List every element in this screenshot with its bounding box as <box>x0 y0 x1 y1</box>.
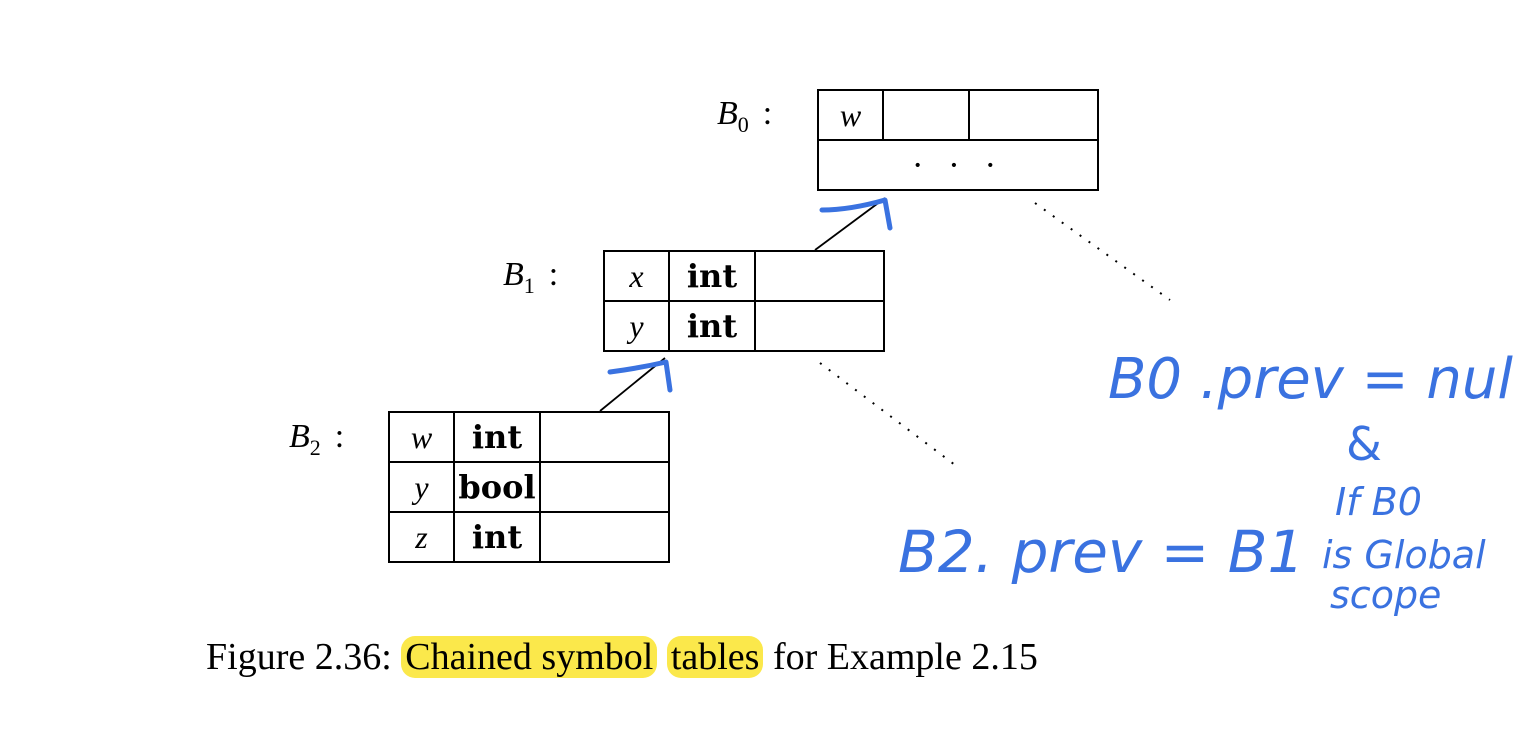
table-row: w int <box>388 411 670 463</box>
label-subscript: 2 <box>309 434 321 460</box>
label-letter: B <box>717 95 738 132</box>
caption-highlight-1: Chained symbol <box>401 636 658 678</box>
caption-highlight-2: tables <box>666 636 764 678</box>
table-row: · · · <box>817 139 1099 191</box>
note-b2-prev: B2. prev = B1 <box>898 518 1304 586</box>
caption-space <box>657 636 667 678</box>
symbol-table-b1: x int y int <box>603 250 885 352</box>
label-colon: : <box>548 256 559 293</box>
b1-dotted-continuation <box>819 362 956 466</box>
table-row: w <box>817 89 1099 141</box>
caption-prefix: Figure 2.36: <box>206 636 402 678</box>
cell-type: int <box>668 250 756 302</box>
cell-type: bool <box>453 461 541 513</box>
note-global-2: is Global <box>1322 533 1486 577</box>
table-row: y bool <box>388 461 670 513</box>
cell-type: int <box>668 300 756 352</box>
cell-type: int <box>453 411 541 463</box>
label-colon: : <box>762 95 773 132</box>
label-letter: B <box>289 418 310 455</box>
handwritten-notes: B2. prev = B1 B0 .prev = null & If B0 is… <box>898 347 1514 617</box>
note-ampersand: & <box>1346 417 1382 471</box>
table-row: y int <box>603 300 885 352</box>
table-label-b1: B1: <box>503 258 558 297</box>
b0-dotted-continuation <box>1034 202 1171 301</box>
cell-extra <box>539 461 670 513</box>
cell-type <box>882 89 970 141</box>
table-row: z int <box>388 511 670 563</box>
cell-extra <box>754 300 885 352</box>
cell-name: z <box>388 511 455 563</box>
figure-caption: Figure 2.36: Chained symbol tables for E… <box>206 636 1038 679</box>
symbol-table-b0: w · · · <box>817 89 1099 191</box>
note-global-3: scope <box>1330 573 1441 617</box>
label-subscript: 0 <box>737 111 749 137</box>
table-label-b2: B2: <box>289 420 344 459</box>
symbol-table-b2: w int y bool z int <box>388 411 670 563</box>
b1-to-b0-link <box>814 197 886 251</box>
label-colon: : <box>334 418 345 455</box>
table-row: x int <box>603 250 885 302</box>
cell-type: int <box>453 511 541 563</box>
cell-name: y <box>388 461 455 513</box>
label-subscript: 1 <box>523 272 535 298</box>
cell-name: y <box>603 300 670 352</box>
label-letter: B <box>503 256 524 293</box>
cell-name: x <box>603 250 670 302</box>
note-b0-prev: B0 .prev = null <box>1108 347 1514 412</box>
cell-extra <box>539 511 670 563</box>
table-label-b0: B0: <box>717 97 772 136</box>
cell-extra <box>968 89 1099 141</box>
cell-name: w <box>817 89 884 141</box>
note-global-1: If B0 <box>1335 480 1422 524</box>
handwritten-arrows <box>607 197 893 393</box>
cell-name: w <box>388 411 455 463</box>
arrow-mark-b1 <box>607 359 673 393</box>
cell-extra <box>754 250 885 302</box>
caption-suffix: for Example 2.15 <box>763 636 1038 678</box>
arrow-mark-b0 <box>819 197 893 231</box>
cell-extra <box>539 411 670 463</box>
cell-ellipsis: · · · <box>817 139 1099 191</box>
